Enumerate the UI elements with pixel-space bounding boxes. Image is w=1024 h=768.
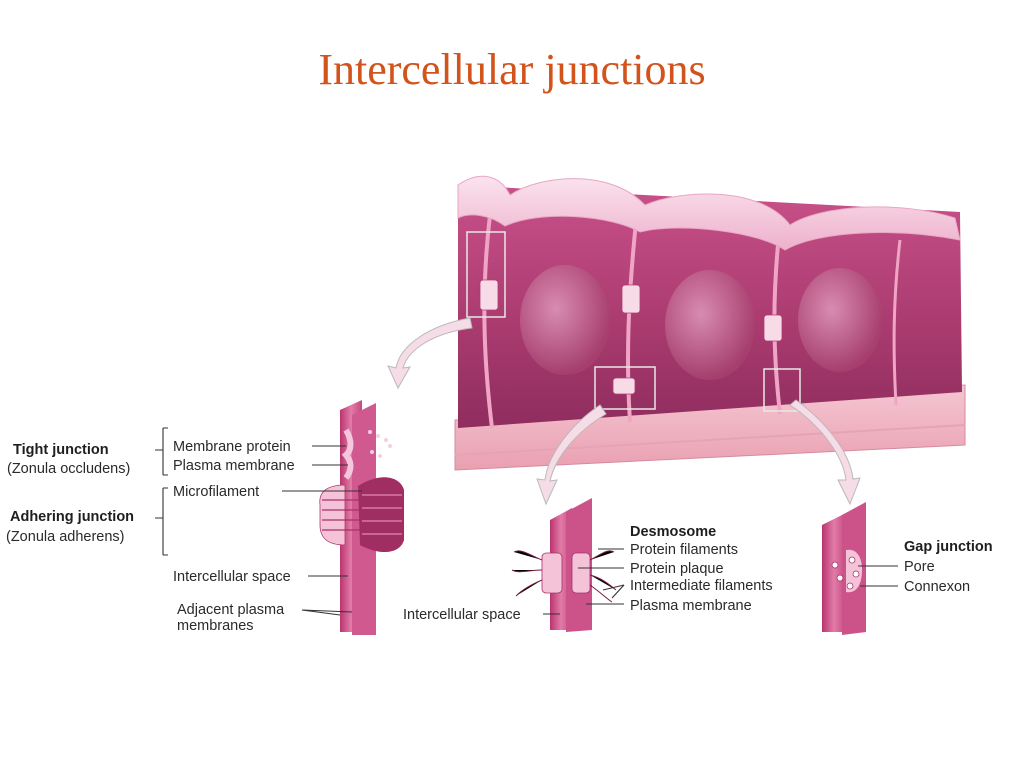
- desmosome-detail: [511, 498, 617, 632]
- label-intermediate-filaments: Intermediate filaments: [630, 578, 773, 594]
- label-connexon: Connexon: [904, 579, 970, 595]
- label-tight-junction: Tight junction: [13, 442, 109, 458]
- slide-title: Intercellular junctions: [318, 45, 706, 94]
- epithelial-cell-block: [454, 175, 966, 471]
- label-gap-junction: Gap junction: [904, 539, 993, 555]
- label-pore: Pore: [904, 559, 935, 575]
- label-desmosome: Desmosome: [630, 524, 716, 540]
- tight-adhering-junction-detail: [319, 400, 404, 635]
- leader-lines: [155, 427, 898, 616]
- label-zonula-occludens: (Zonula occludens): [7, 461, 130, 477]
- label-protein-filaments: Protein filaments: [630, 542, 738, 558]
- label-adjacent-plasma: Adjacent plasma: [177, 602, 285, 618]
- label-zonula-adherens: (Zonula adherens): [6, 529, 125, 545]
- label-plasma-membrane: Plasma membrane: [173, 458, 295, 474]
- label-microfilament: Microfilament: [173, 484, 259, 500]
- label-protein-plaque: Protein plaque: [630, 561, 724, 577]
- label-plasma-membrane-2: Plasma membrane: [630, 598, 752, 614]
- gap-junction-detail: [822, 502, 866, 635]
- label-intercellular-space: Intercellular space: [173, 569, 291, 585]
- label-adhering-junction: Adhering junction: [10, 509, 134, 525]
- label-adjacent-membranes: membranes: [177, 618, 254, 634]
- callout-arrows: [387, 317, 861, 506]
- label-intercellular-space-2: Intercellular space: [403, 607, 521, 623]
- label-membrane-protein: Membrane protein: [173, 439, 291, 455]
